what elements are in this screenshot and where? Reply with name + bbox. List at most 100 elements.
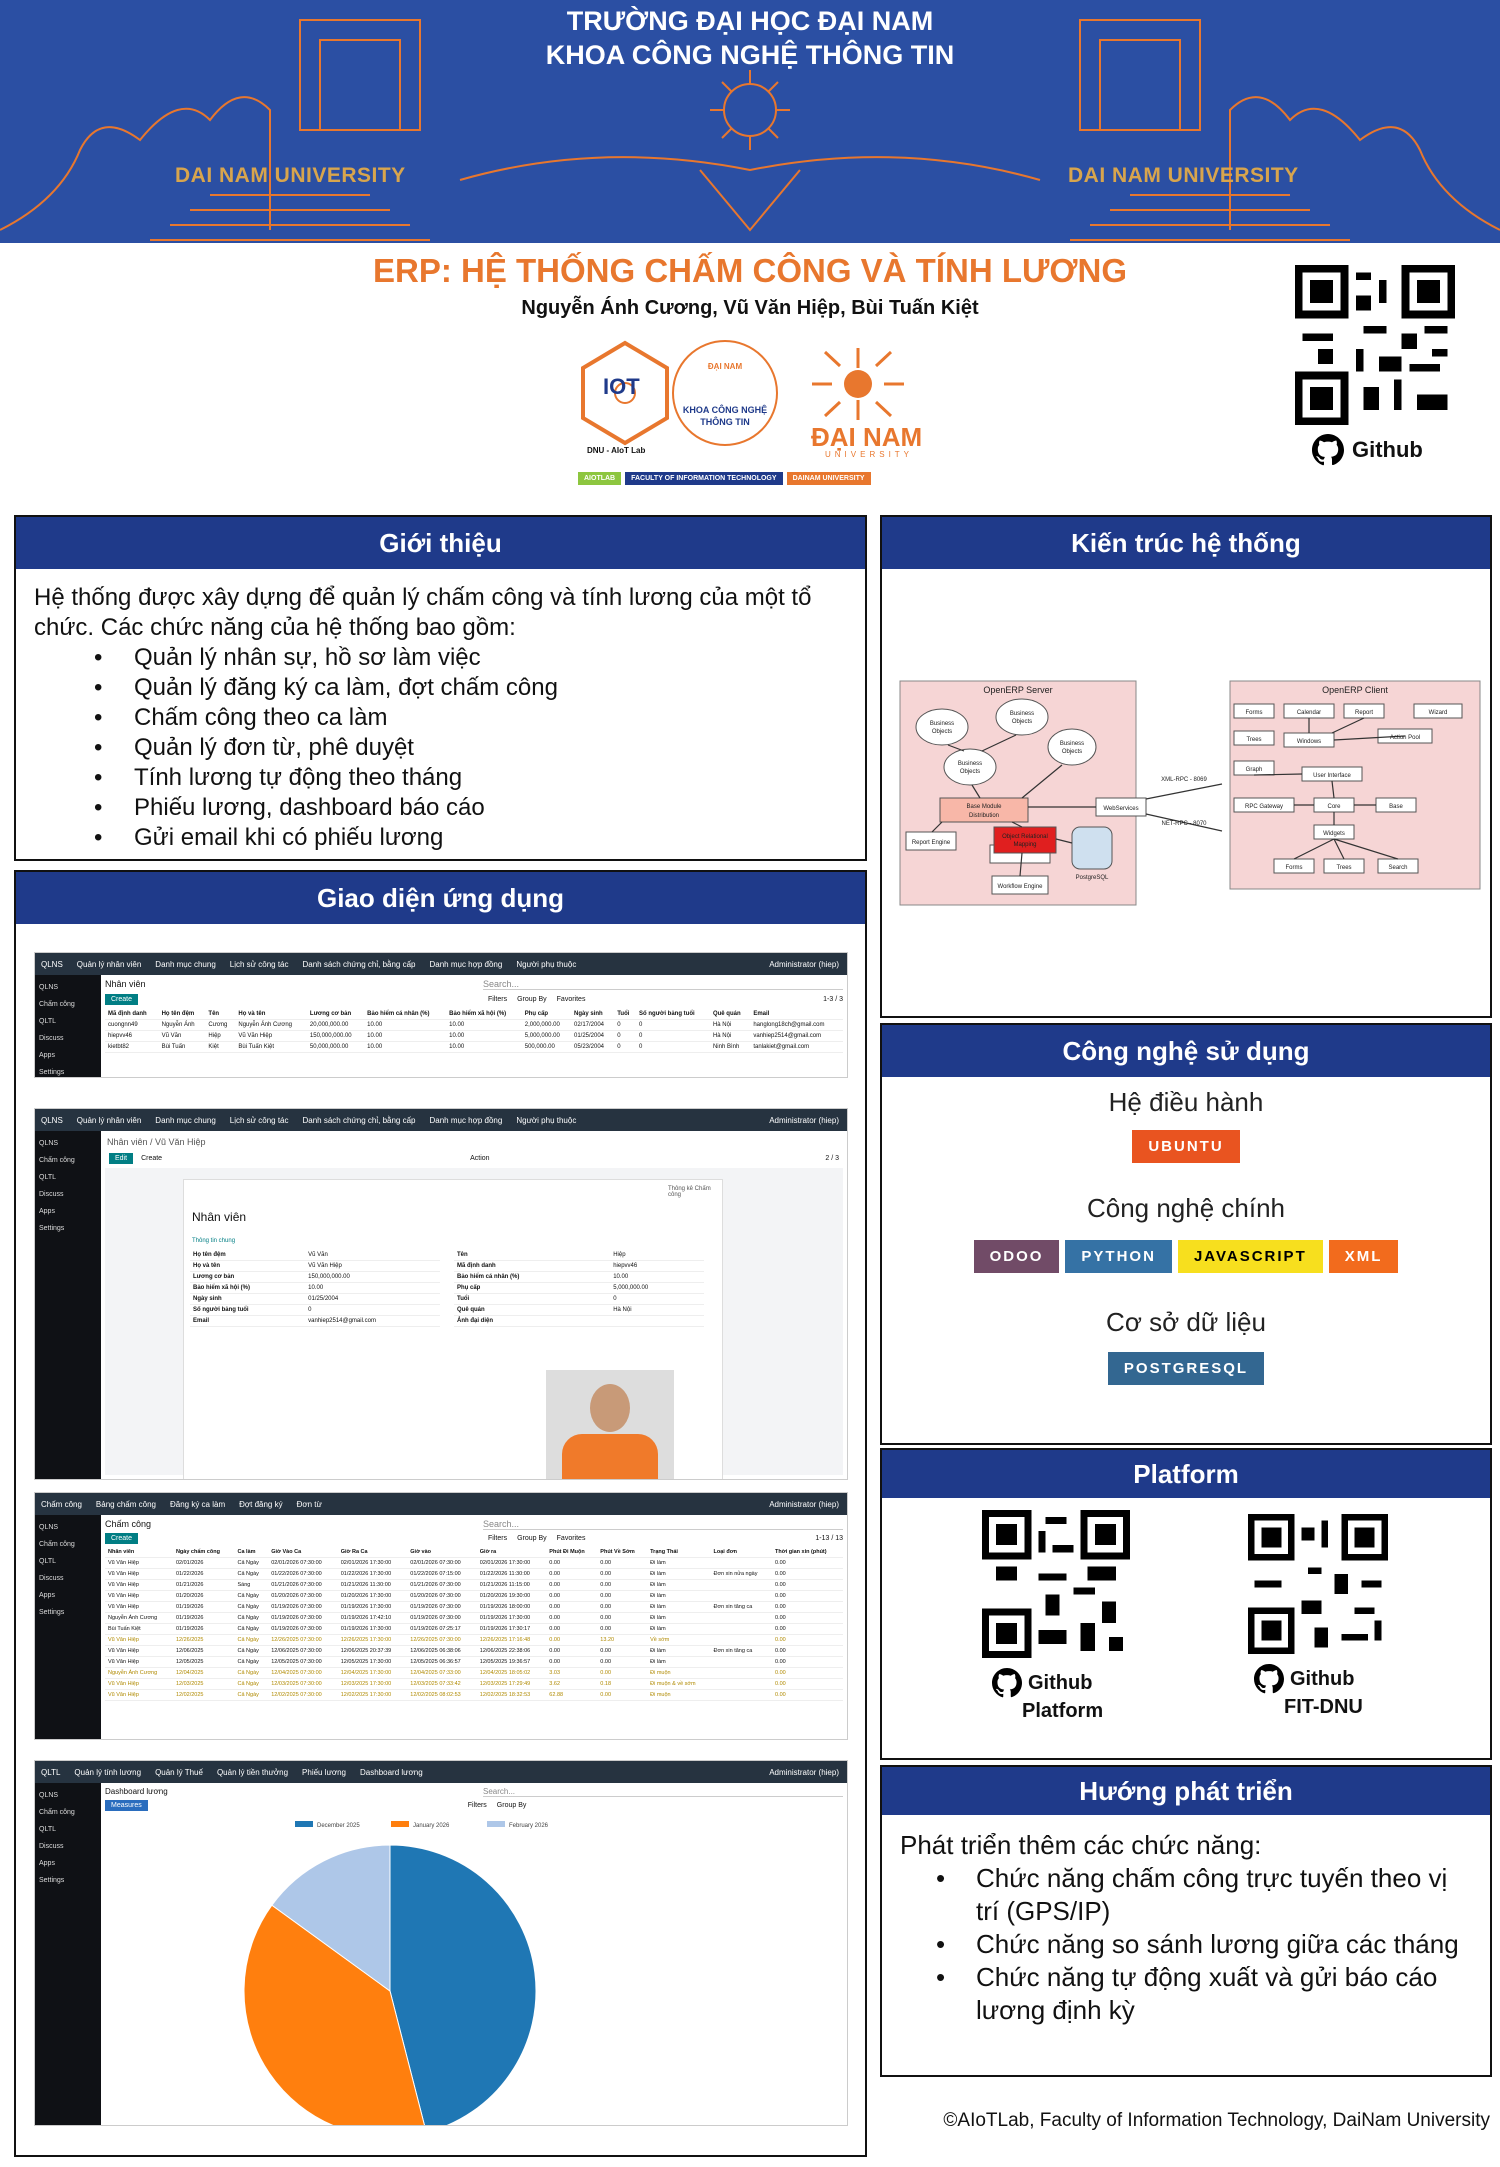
menu-item[interactable]: Quản lý nhân viên [76, 1115, 142, 1125]
menu-item[interactable]: Đợt đăng ký [239, 1499, 283, 1509]
search-input[interactable]: Search... [483, 1787, 843, 1797]
sidebar-item[interactable]: Settings [39, 1225, 65, 1232]
qr-code-fit-dnu[interactable] [1248, 1514, 1388, 1654]
qr-code-github[interactable] [1295, 265, 1455, 425]
sidebar-item[interactable]: Chấm công [39, 1157, 75, 1164]
sidebar-item[interactable]: Discuss [39, 1843, 64, 1850]
create-button[interactable]: Create [141, 1155, 163, 1162]
sidebar-item[interactable]: Discuss [39, 1035, 64, 1042]
sidebar-item[interactable]: Settings [39, 1609, 65, 1616]
filters-button[interactable]: Filters [488, 996, 508, 1003]
menu-item[interactable]: Danh mục hợp đồng [429, 959, 503, 969]
menu-item[interactable]: Đăng ký ca làm [169, 1499, 226, 1509]
avatar[interactable] [546, 1370, 674, 1479]
menu-item[interactable]: Đơn từ [296, 1499, 322, 1509]
menu-item[interactable]: Lịch sử công tác [229, 959, 289, 969]
pie-slice[interactable] [389, 1844, 537, 2126]
sidebar-item[interactable]: Apps [39, 1052, 55, 1059]
sidebar-item[interactable]: Settings [39, 1877, 65, 1884]
edit-button[interactable]: Edit [109, 1153, 134, 1164]
measures-button[interactable]: Measures [105, 1800, 148, 1811]
search-input[interactable]: Search... [483, 979, 843, 990]
sidebar-item[interactable]: Chấm công [39, 1541, 75, 1548]
sidebar-item[interactable]: QLNS [39, 1792, 59, 1799]
menu-item[interactable]: Bảng chấm công [95, 1499, 156, 1509]
sidebar-item[interactable]: QLTL [39, 1018, 56, 1025]
menu-item[interactable]: Người phụ thuộc [516, 1115, 577, 1125]
menu-item[interactable]: Phiếu lương [302, 1767, 347, 1777]
menu-item[interactable]: Quản lý tính lương [74, 1767, 142, 1777]
pie-slice[interactable] [271, 1844, 391, 1992]
user-menu[interactable]: Administrator (hiep) [769, 959, 839, 969]
menu-item[interactable]: Lịch sử công tác [229, 1115, 289, 1125]
app-name[interactable]: QLTL [41, 1767, 61, 1777]
menu-item[interactable]: Dashboard lương [360, 1767, 423, 1777]
create-button[interactable]: Create [105, 1533, 139, 1544]
filters-button[interactable]: Filters [488, 1535, 508, 1542]
sidebar-item[interactable]: QLTL [39, 1174, 56, 1181]
pie-slice[interactable] [243, 1904, 426, 2126]
app-name[interactable]: QLNS [41, 1115, 63, 1125]
sidebar-item[interactable]: QLNS [39, 1524, 59, 1531]
menu-item[interactable]: Quản lý Thuế [155, 1767, 203, 1777]
sidebar-item[interactable]: QLTL [39, 1558, 56, 1565]
sidebar-item[interactable]: Chấm công [39, 1809, 75, 1816]
github-link[interactable]: Github [1312, 434, 1423, 466]
sidebar-item[interactable]: Settings [39, 1069, 65, 1076]
menu-item[interactable]: Quản lý tiền thưởng [216, 1767, 289, 1777]
menu-item[interactable]: Danh mục hợp đồng [429, 1115, 503, 1125]
sidebar-item[interactable]: QLTL [39, 1826, 56, 1833]
groupby-button[interactable]: Group By [496, 1802, 527, 1809]
menu-item[interactable]: Danh sách chứng chỉ, bằng cấp [302, 959, 416, 969]
sidebar-item[interactable]: Discuss [39, 1575, 64, 1582]
sidebar-item[interactable]: Chấm công [39, 1001, 75, 1008]
user-menu[interactable]: Administrator (hiep) [769, 1115, 839, 1125]
user-menu[interactable]: Administrator (hiep) [769, 1767, 839, 1777]
sidebar-item[interactable]: Discuss [39, 1191, 64, 1198]
sidebar-item[interactable]: Apps [39, 1592, 55, 1599]
sidebar-item[interactable]: Apps [39, 1208, 55, 1215]
sidebar-item[interactable]: QLNS [39, 984, 59, 991]
create-button[interactable]: Create [105, 994, 139, 1005]
stat-button[interactable]: Thông kê Chấm công [668, 1186, 711, 1198]
action-button[interactable]: Action [470, 1155, 490, 1162]
menu-item[interactable]: Danh sách chứng chỉ, bằng cấp [302, 1115, 416, 1125]
intro-title: Giới thiệu [16, 517, 865, 569]
github-fit-link[interactable]: Github FIT-DNU [1254, 1664, 1363, 1720]
topbar: QLNS Quản lý nhân viên Danh mục chung Lị… [35, 1109, 847, 1131]
qr-code-platform[interactable] [982, 1510, 1130, 1658]
sidebar-item[interactable]: Apps [39, 1860, 55, 1867]
node-label: Wizard [1429, 710, 1448, 716]
groupby-button[interactable]: Group By [517, 1535, 547, 1542]
menu-item[interactable]: Quản lý nhân viên [76, 959, 142, 969]
filters-button[interactable]: Filters [467, 1802, 487, 1809]
user-menu[interactable]: Administrator (hiep) [769, 1499, 839, 1509]
favorites-button[interactable]: Favorites [556, 1535, 586, 1542]
favorites-button[interactable]: Favorites [556, 996, 586, 1003]
menu-item[interactable]: Người phụ thuộc [516, 959, 577, 969]
app-name[interactable]: QLNS [41, 959, 63, 969]
menu-item[interactable]: Danh mục chung [155, 1115, 216, 1125]
groupby-button[interactable]: Group By [517, 996, 547, 1003]
sidebar-item[interactable]: QLNS [39, 1140, 59, 1147]
menu-item[interactable]: Danh mục chung [155, 959, 216, 969]
search-input[interactable]: Search... [483, 1519, 843, 1530]
app-name[interactable]: Chấm công [41, 1499, 82, 1509]
github-platform-link[interactable]: Github Platform [992, 1668, 1103, 1724]
